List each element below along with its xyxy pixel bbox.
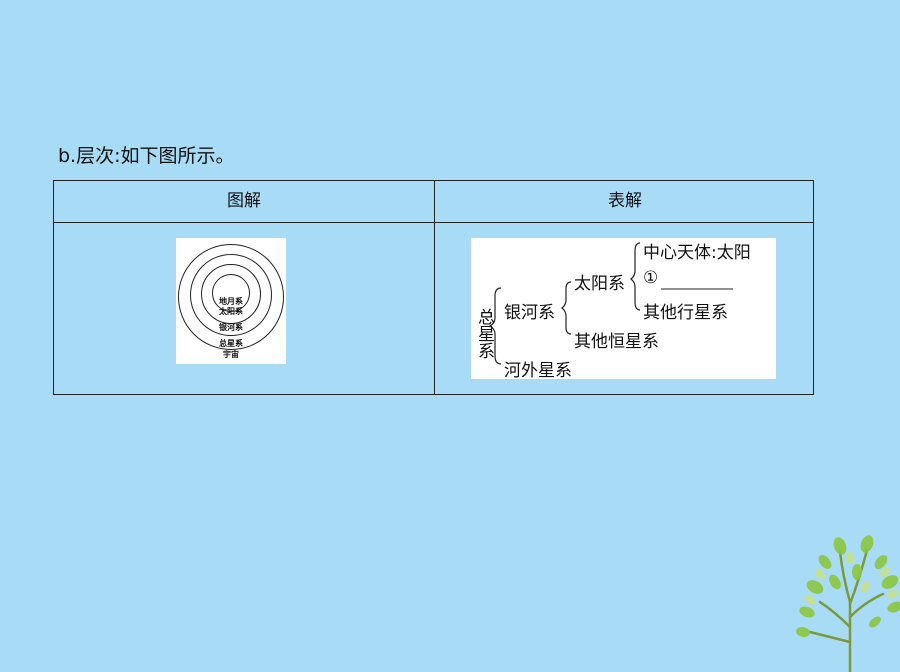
- node-center-body: 中心天体:太阳: [643, 243, 751, 263]
- comparison-table: 图解 表解 地月系 太阳系 银河系 总星系 宇宙 总星系 银河系 太阳系 中心天…: [53, 180, 814, 395]
- heading: b.层次:如下图所示。: [58, 145, 235, 167]
- node-blank-1: ①: [643, 268, 659, 288]
- ring-universe: [178, 244, 284, 350]
- label-milky-way: 银河系: [219, 323, 243, 332]
- node-extragalactic: 河外星系: [504, 361, 572, 381]
- node-total-stars: 总星系: [474, 308, 494, 359]
- decorative-tree: [796, 535, 900, 672]
- ring-milky-way: [201, 264, 261, 324]
- node-other-planets: 其他行星系: [643, 303, 728, 323]
- node-other-stars: 其他恒星系: [574, 332, 659, 352]
- node-solar-system: 太阳系: [574, 274, 625, 294]
- node-milky-way: 银河系: [504, 303, 555, 323]
- label-total-stars: 总星系: [219, 339, 243, 348]
- ring-solar-system: [212, 274, 250, 312]
- brace-lines: [488, 242, 733, 365]
- label-universe: 宇宙: [223, 350, 239, 359]
- table-row-divider: [54, 222, 813, 223]
- ring-total-stars: [190, 254, 272, 336]
- column-header-diagram: 图解: [227, 191, 261, 211]
- column-header-outline: 表解: [608, 191, 642, 211]
- table-column-divider: [434, 181, 435, 394]
- label-earth-moon: 地月系: [219, 297, 243, 306]
- hierarchy-outline: 总星系 银河系 太阳系 中心天体:太阳 ① 其他行星系 其他恒星系 河外星系: [471, 238, 776, 381]
- label-solar-system: 太阳系: [219, 307, 243, 316]
- concentric-circles-diagram: 地月系 太阳系 银河系 总星系 宇宙: [176, 238, 286, 364]
